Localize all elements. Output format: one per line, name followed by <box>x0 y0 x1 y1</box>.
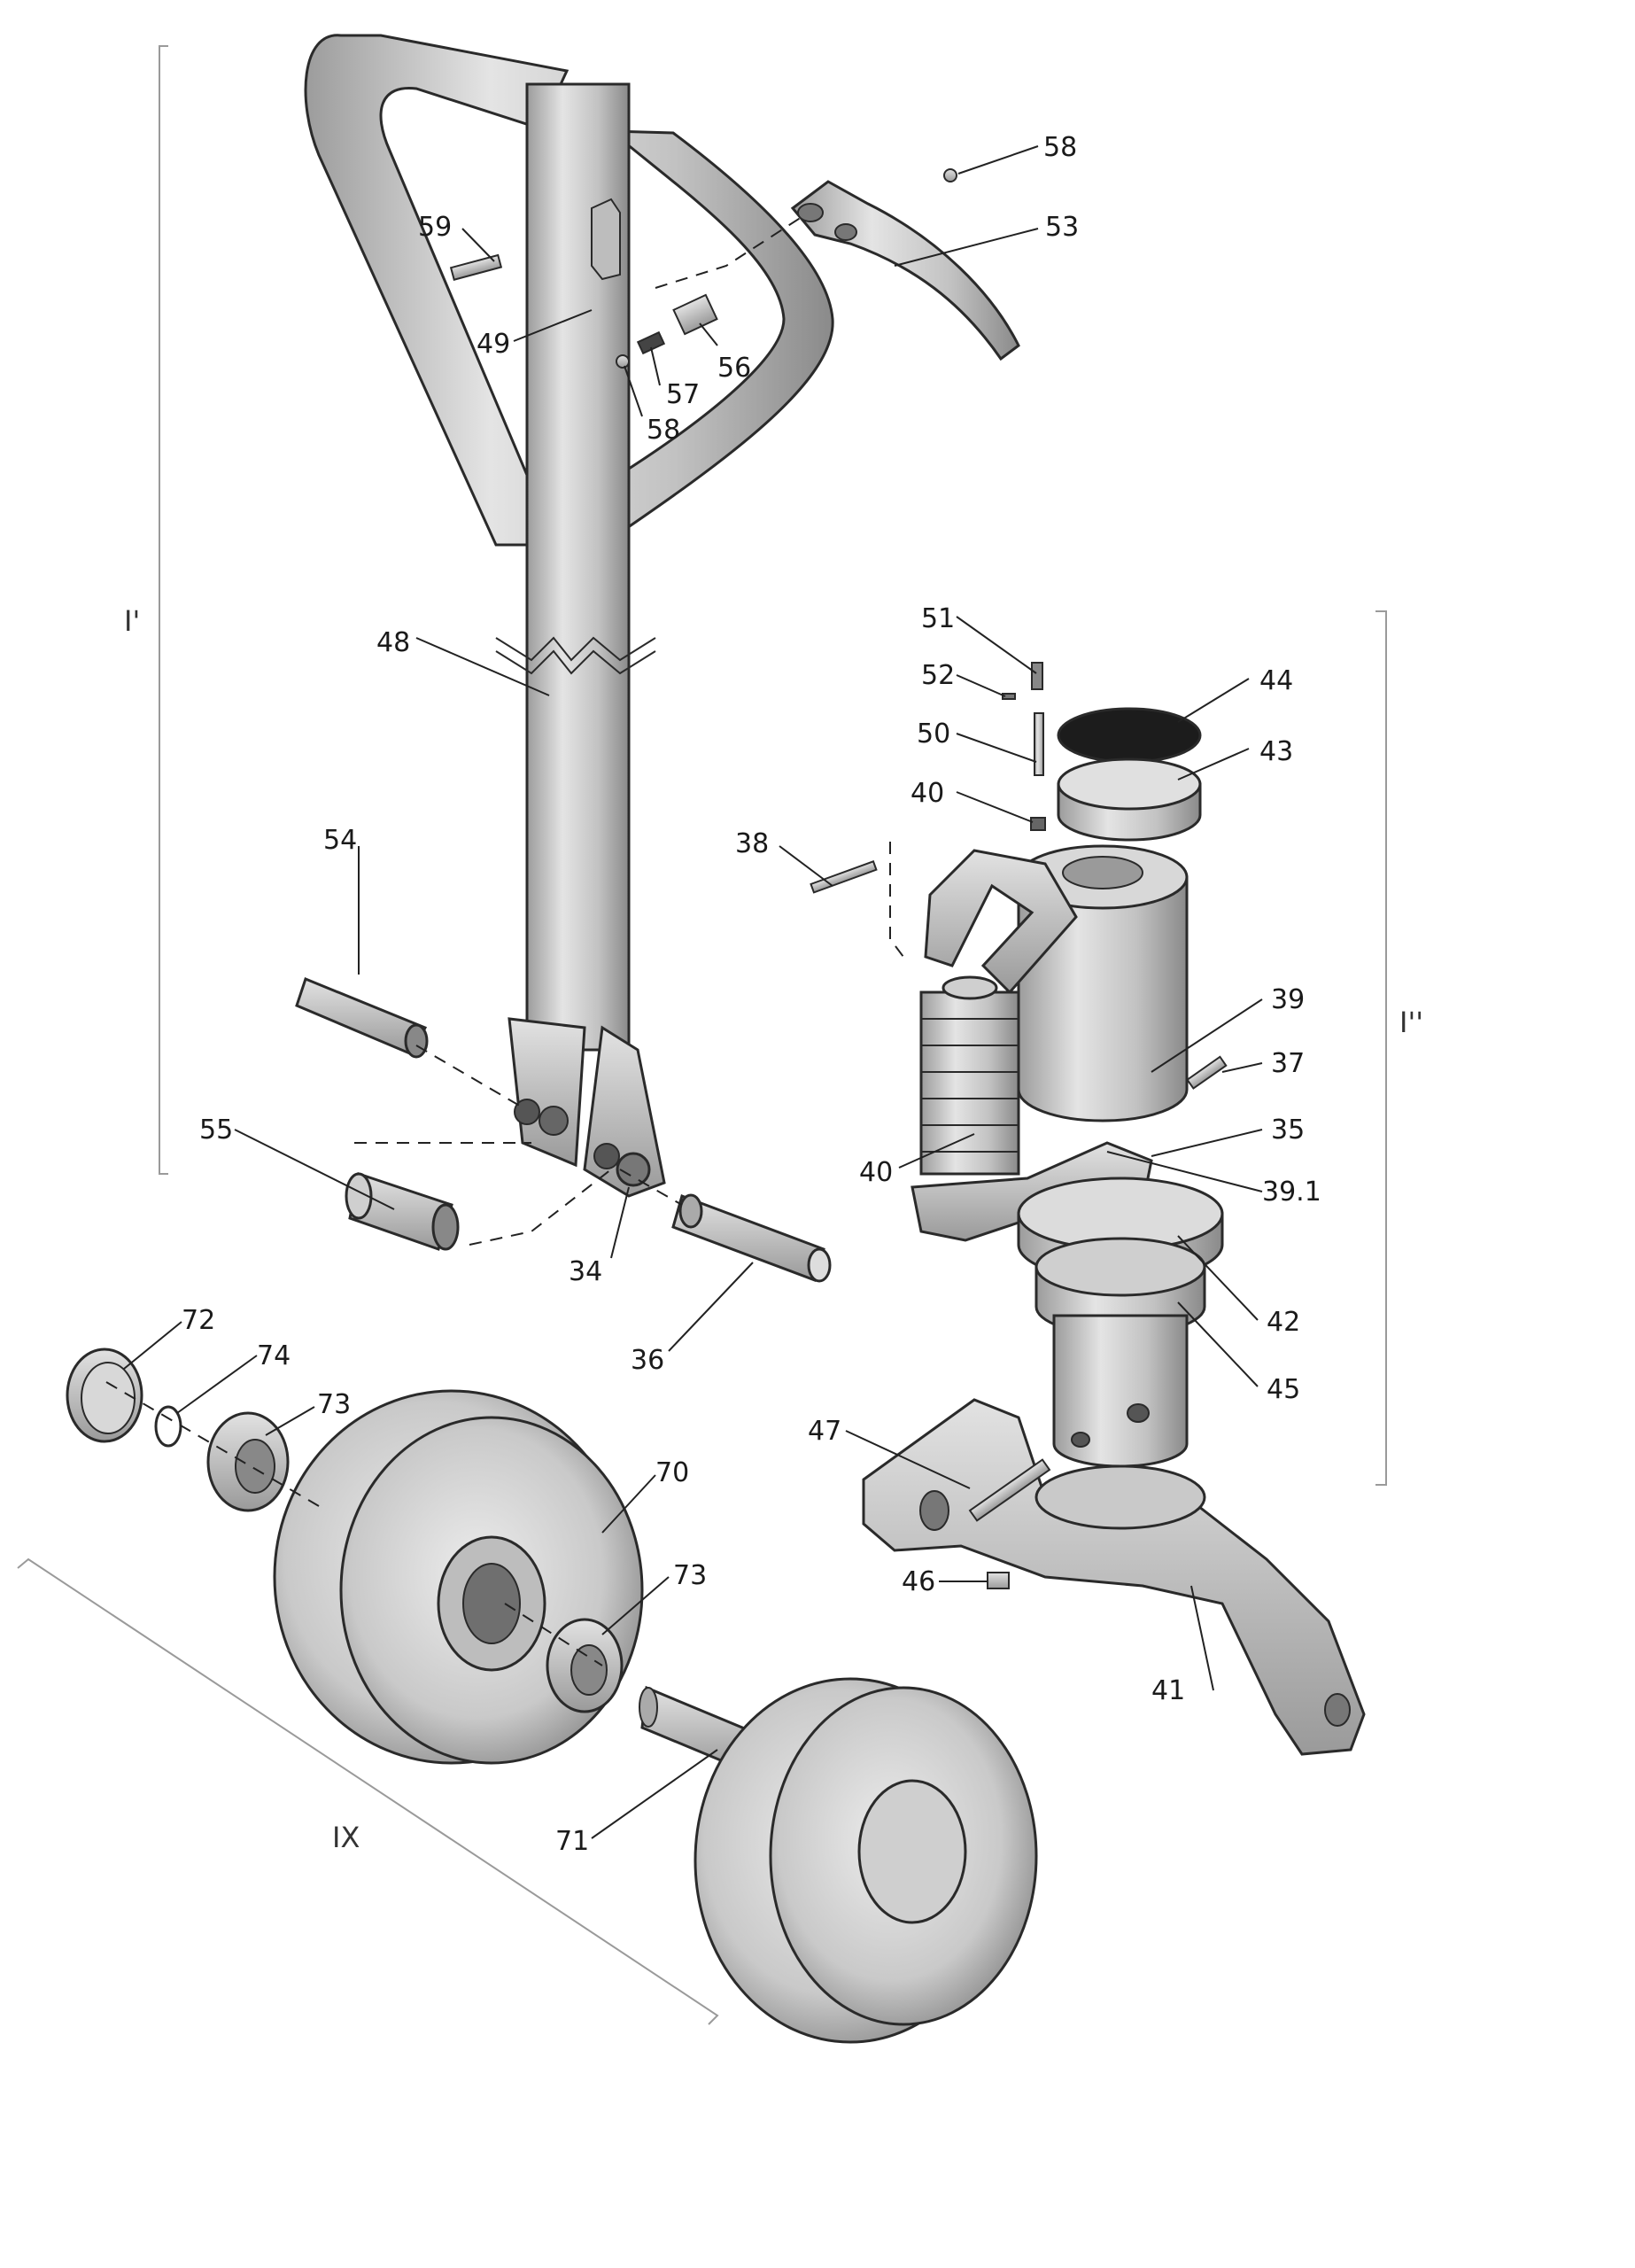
callout-40-top: 40 <box>910 778 944 809</box>
handle-detail-49 <box>591 198 621 281</box>
callout-51: 51 <box>921 603 955 634</box>
callout-46: 46 <box>902 1566 935 1597</box>
callout-42: 42 <box>1267 1307 1300 1338</box>
callout-57: 57 <box>666 379 700 410</box>
spring-40 <box>919 975 1020 1176</box>
callout-59: 59 <box>418 212 452 243</box>
callout-37: 37 <box>1271 1048 1305 1079</box>
callout-44: 44 <box>1259 665 1293 696</box>
callout-41: 41 <box>1151 1675 1185 1706</box>
callout-74: 74 <box>257 1340 291 1371</box>
callout-72: 72 <box>182 1305 215 1336</box>
callout-56: 56 <box>717 353 751 384</box>
bracket-wheel-assembly <box>17 1557 719 2025</box>
callout-34: 34 <box>569 1256 602 1287</box>
callout-38: 38 <box>735 828 769 859</box>
cap-72 <box>66 1348 143 1443</box>
seal-cap-44-43 <box>1057 707 1202 842</box>
callout-71: 71 <box>555 1826 589 1857</box>
callout-35: 35 <box>1271 1115 1305 1146</box>
pump-body <box>1017 844 1189 1122</box>
callout-54: 54 <box>323 825 357 856</box>
callout-73-b: 73 <box>673 1560 707 1591</box>
bushing-55 <box>345 1172 460 1251</box>
handle-tube-48 <box>495 82 656 1052</box>
callout-39-1: 39.1 <box>1262 1177 1321 1208</box>
bushing-56 <box>672 293 718 336</box>
callout-36: 36 <box>631 1345 664 1376</box>
pin-47 <box>968 1458 1051 1522</box>
pin-38 <box>810 860 878 894</box>
spring-57 <box>636 330 666 355</box>
callout-47: 47 <box>808 1416 841 1447</box>
callout-52: 52 <box>921 660 955 691</box>
callout-48: 48 <box>376 627 410 658</box>
grease-nipple-46 <box>987 1572 1010 1589</box>
callout-45: 45 <box>1267 1374 1300 1405</box>
group-label-pump: I'' <box>1399 1006 1423 1039</box>
bearing-73-a <box>206 1411 290 1512</box>
bearing-73-b <box>546 1618 624 1713</box>
group-label-wheel: IX <box>332 1821 360 1854</box>
group-label-handle: I' <box>124 604 140 638</box>
callout-70: 70 <box>655 1457 689 1488</box>
callout-40-lower: 40 <box>859 1157 893 1188</box>
base-frame-41 <box>862 1398 1366 1756</box>
callout-73-a: 73 <box>317 1389 351 1420</box>
callout-58-top: 58 <box>1043 132 1077 163</box>
callout-55: 55 <box>199 1115 233 1146</box>
pin-54 <box>295 977 429 1059</box>
callout-50: 50 <box>917 718 950 750</box>
callout-58-lower: 58 <box>647 415 680 446</box>
callout-53: 53 <box>1045 212 1079 243</box>
ball-58-lower <box>616 354 630 369</box>
callout-39: 39 <box>1271 984 1305 1015</box>
piston-shaft <box>1052 1314 1189 1468</box>
bracket-handle-assembly <box>159 45 168 1175</box>
bolt-51-50 <box>1002 662 1046 831</box>
callout-labels: 58 53 59 49 56 57 58 48 54 55 34 36 51 5… <box>182 132 1321 1857</box>
callout-43: 43 <box>1259 736 1293 767</box>
pin-36 <box>671 1193 832 1283</box>
ball-58-top <box>943 168 957 183</box>
leader-lines <box>123 145 1263 1839</box>
wheel-second <box>694 1677 1038 2044</box>
pin-59 <box>449 253 503 281</box>
bolt-37 <box>1186 1055 1228 1090</box>
pump-yoke <box>924 849 1078 995</box>
handle-fork-bracket <box>508 1017 666 1198</box>
bracket-pump-assembly <box>1375 610 1387 1486</box>
assembly-lines <box>105 216 904 1666</box>
callout-49: 49 <box>477 329 510 360</box>
lever-53 <box>790 180 1020 361</box>
